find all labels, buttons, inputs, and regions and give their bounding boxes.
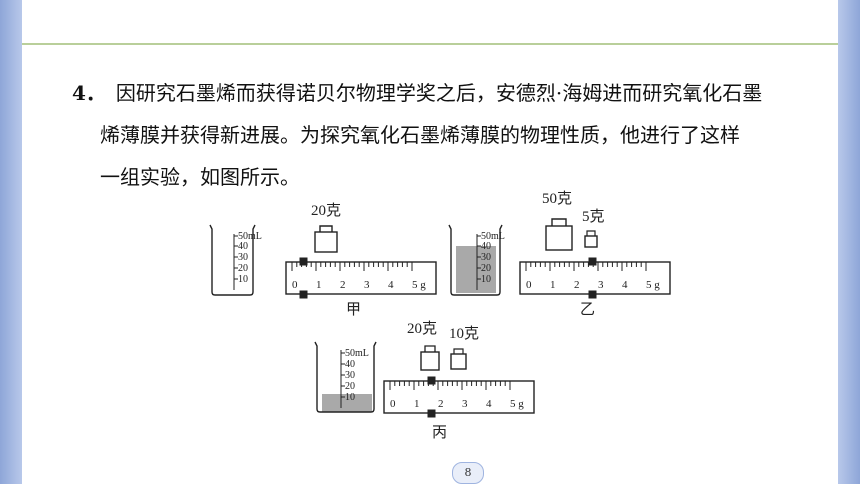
beaker-bing-liquid <box>322 394 372 412</box>
scale-jia-label-2: 2 <box>340 279 346 291</box>
scale-jia-label-5: 5 g <box>412 279 426 291</box>
scale-yi-label-2: 2 <box>574 279 580 291</box>
beaker-yi-tick-30: 30 <box>481 252 491 263</box>
scale-yi-label-3: 3 <box>598 279 604 291</box>
scale-jia-label-1: 1 <box>316 279 322 291</box>
beaker-yi-liquid <box>456 246 496 293</box>
caption-jia: 甲 <box>346 302 361 318</box>
beaker-jia <box>209 224 256 296</box>
scale-bing-label-1: 1 <box>414 398 420 410</box>
page-number: 8 <box>452 462 484 484</box>
scale-bing-label-5: 5 g <box>510 398 524 410</box>
rider-jia-bottom <box>299 290 308 299</box>
scale-bing-label-2: 2 <box>438 398 444 410</box>
beaker-jia-scale <box>233 234 238 290</box>
weight-yi-5g <box>584 235 598 248</box>
scale-yi-label-1: 1 <box>550 279 556 291</box>
beaker-yi-tick-50: 50mL <box>481 231 505 242</box>
scale-yi-label-0: 0 <box>526 279 532 291</box>
beaker-yi-tick-20: 20 <box>481 263 491 274</box>
rider-yi-bottom <box>588 290 597 299</box>
beaker-bing-tick-20: 20 <box>345 381 355 392</box>
scale-jia-ticks <box>291 262 413 271</box>
scale-yi-label-5: 5 g <box>646 279 660 291</box>
question-number: 4． <box>72 81 106 105</box>
slide: 4． 因研究石墨烯而获得诺贝尔物理学奖之后，安德烈·海姆进而研究氧化石墨 烯薄膜并… <box>22 0 838 484</box>
question-line-1-text: 因研究石墨烯而获得诺贝尔物理学奖之后，安德烈·海姆进而研究氧化石墨 <box>115 81 763 105</box>
scale-jia-label-0: 0 <box>292 279 298 291</box>
question-line-3: 一组实验，如图所示。 <box>100 165 300 189</box>
scale-bing-ticks <box>389 381 511 390</box>
scale-bing-label-3: 3 <box>462 398 468 410</box>
question-text: 4． 因研究石墨烯而获得诺贝尔物理学奖之后，安德烈·海姆进而研究氧化石墨 烯薄膜并… <box>72 72 812 198</box>
caption-yi: 乙 <box>580 302 595 318</box>
beaker-jia-tick-20: 20 <box>238 263 248 274</box>
weight-bing-20g-label: 20克 <box>407 320 437 337</box>
beaker-yi <box>448 224 503 296</box>
figure-yi: 50mL 40 30 20 10 50克 5克 0 1 2 3 4 5 g <box>448 190 671 318</box>
question-line-1: 4． 因研究石墨烯而获得诺贝尔物理学奖之后，安德烈·海姆进而研究氧化石墨 <box>72 72 812 114</box>
beaker-bing-tick-40: 40 <box>345 359 355 370</box>
figure-bing: 50mL 40 30 20 10 20克 10克 0 1 2 3 4 5 g <box>314 320 535 441</box>
header-divider <box>22 43 838 45</box>
rider-bing-bottom <box>427 409 436 418</box>
beaker-bing <box>314 341 377 413</box>
scale-yi-label-4: 4 <box>622 279 628 291</box>
beaker-jia-tick-30: 30 <box>238 252 248 263</box>
rider-bing-top <box>427 376 436 385</box>
scale-bing-label-0: 0 <box>390 398 396 410</box>
rider-yi-top <box>588 257 597 266</box>
beaker-yi-tick-40: 40 <box>481 241 491 252</box>
weight-jia-20g <box>314 231 338 253</box>
weight-yi-50g <box>545 225 573 251</box>
caption-bing: 丙 <box>432 425 447 441</box>
left-frame-border <box>0 0 22 484</box>
right-frame-border <box>838 0 860 484</box>
beaker-bing-tick-50: 50mL <box>345 348 369 359</box>
beaker-bing-tick-30: 30 <box>345 370 355 381</box>
question-line-2: 烯薄膜并获得新进展。为探究氧化石墨烯薄膜的物理性质，他进行了这样 <box>100 123 740 147</box>
scale-bing <box>383 380 535 414</box>
scale-jia-label-4: 4 <box>388 279 394 291</box>
scale-jia <box>285 261 437 295</box>
weight-jia-label: 20克 <box>311 202 341 219</box>
beaker-yi-tick-10: 10 <box>481 274 491 285</box>
beaker-jia-tick-50: 50mL <box>238 231 262 242</box>
weight-bing-10g <box>450 353 467 370</box>
figure-jia: 50mL 40 30 20 10 20克 0 1 2 3 4 5 g <box>209 202 437 318</box>
weight-yi-5g-label: 5克 <box>582 208 605 225</box>
scale-yi-ticks <box>525 262 647 271</box>
weight-bing-10g-label: 10克 <box>449 325 479 342</box>
scale-bing-label-4: 4 <box>486 398 492 410</box>
weight-bing-20g <box>420 351 440 371</box>
beaker-bing-tick-10: 10 <box>345 392 355 403</box>
rider-jia-top <box>299 257 308 266</box>
beaker-jia-tick-40: 40 <box>238 241 248 252</box>
scale-jia-label-3: 3 <box>364 279 370 291</box>
weight-yi-50g-label: 50克 <box>542 190 572 207</box>
experiment-figure: 50mL 40 30 20 10 20克 0 1 2 3 4 5 g <box>209 190 671 441</box>
beaker-jia-tick-10: 10 <box>238 274 248 285</box>
